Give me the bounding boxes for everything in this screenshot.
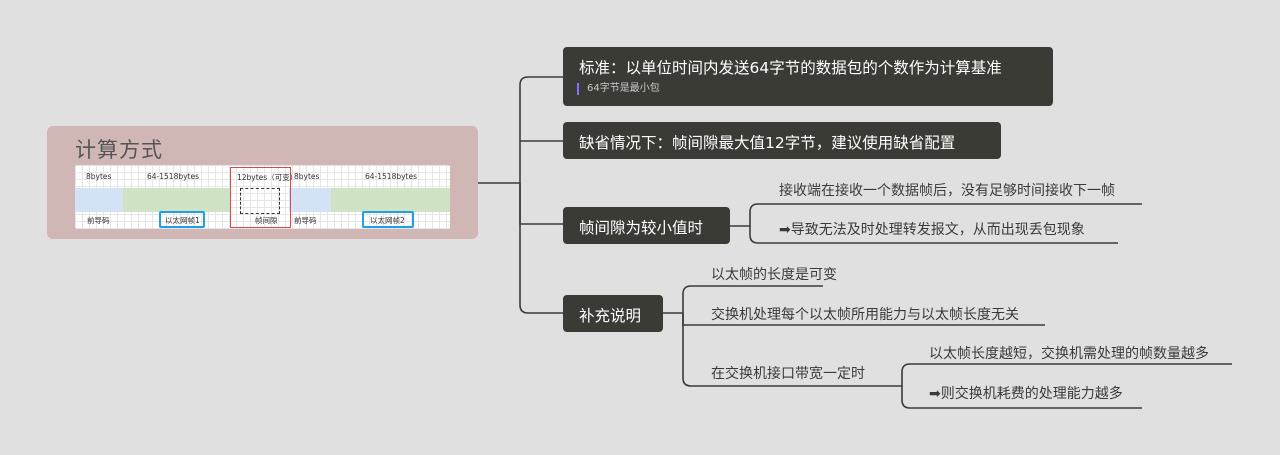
leaf-node[interactable]: ➡则交换机耗费的处理能力越多 <box>929 386 1123 402</box>
root-node[interactable]: 计算方式 8bytes 64-1518bytes 12bytes（可变） 8by… <box>47 126 478 239</box>
leaf-node[interactable]: 在交换机接口带宽一定时 <box>711 366 865 382</box>
gap-segment <box>240 188 280 214</box>
bottom-label: 帧间隙 <box>255 216 278 225</box>
preamble-segment-2 <box>289 188 331 212</box>
leaf-node[interactable]: 以太帧长度越短，交换机需处理的帧数量越多 <box>929 346 1209 362</box>
bottom-label: 前导码 <box>294 216 317 225</box>
top-label: 64-1518bytes <box>365 172 417 181</box>
top-label: 64-1518bytes <box>147 172 199 181</box>
branch-note: 64字节是最小包 <box>577 83 660 95</box>
top-label: 8bytes <box>294 172 320 181</box>
branch-label: 标准：以单位时间内发送64字节的数据包的个数作为计算基准 <box>579 59 1002 77</box>
top-label: 12bytes（可变） <box>237 173 298 182</box>
leaf-node[interactable]: 交换机处理每个以太帧所用能力与以太帧长度无关 <box>711 307 1019 323</box>
frame1-highlight <box>159 211 205 228</box>
branch-small-gap[interactable]: 帧间隙为较小值时 <box>563 207 730 244</box>
root-title: 计算方式 <box>75 138 163 162</box>
top-label: 8bytes <box>86 172 112 181</box>
leaf-node[interactable]: 以太帧的长度是可变 <box>711 267 837 283</box>
branch-label: 帧间隙为较小值时 <box>579 219 704 237</box>
frame-segment-1 <box>123 188 230 212</box>
leaf-node[interactable]: ➡导致无法及时处理转发报文，从而出现丢包现象 <box>779 222 1085 238</box>
branch-supplement[interactable]: 补充说明 <box>563 295 663 332</box>
gap-highlight <box>230 167 291 228</box>
branch-default[interactable]: 缺省情况下：帧间隙最大值12字节，建议使用缺省配置 <box>563 122 1001 159</box>
bottom-label: 以太网帧2 <box>370 216 405 225</box>
ethernet-frame-figure: 8bytes 64-1518bytes 12bytes（可变） 8bytes 6… <box>75 165 450 229</box>
frame-segment-2 <box>331 188 450 212</box>
branch-standard[interactable]: 标准：以单位时间内发送64字节的数据包的个数作为计算基准 64字节是最小包 <box>563 47 1053 106</box>
frame2-highlight <box>362 211 414 228</box>
preamble-segment-1 <box>75 188 123 212</box>
leaf-node[interactable]: 接收端在接收一个数据帧后，没有足够时间接收下一帧 <box>779 183 1115 199</box>
branch-label: 缺省情况下：帧间隙最大值12字节，建议使用缺省配置 <box>579 134 956 152</box>
branch-label: 补充说明 <box>579 307 642 325</box>
bottom-label: 以太网帧1 <box>165 216 200 225</box>
bottom-label: 前导码 <box>87 216 110 225</box>
